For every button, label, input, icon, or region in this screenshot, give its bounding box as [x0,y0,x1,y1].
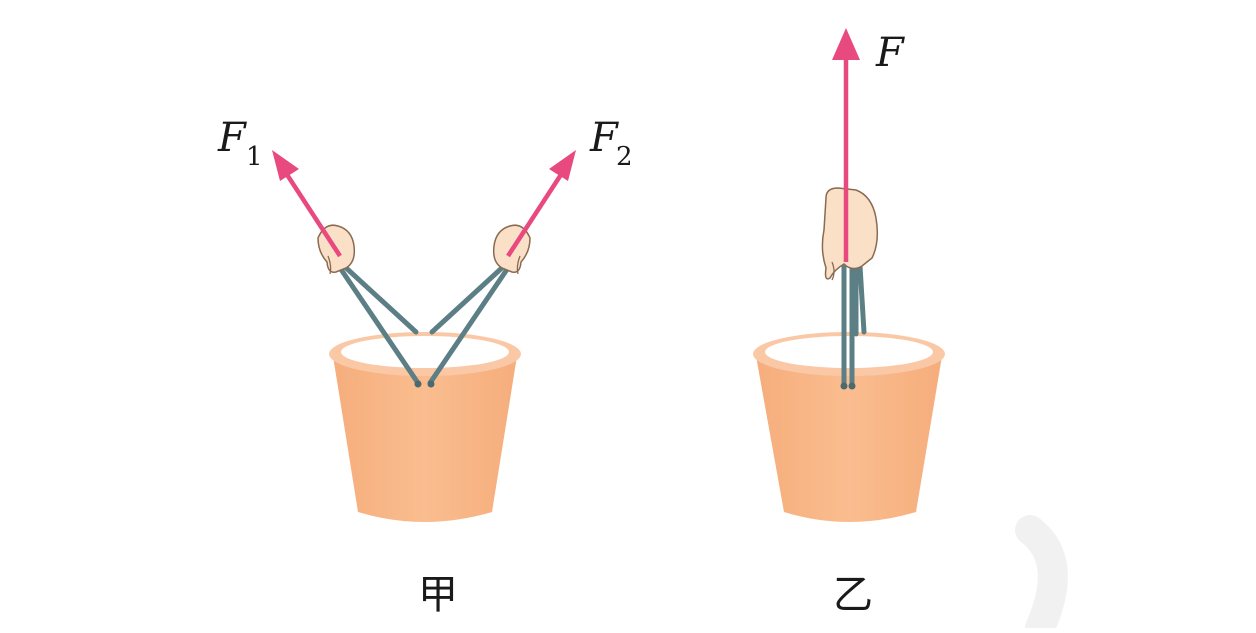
label-f-symbol: F [875,30,905,76]
label-f1-subscript: 1 [246,142,263,172]
rope-a-2 [341,263,419,335]
rope-a-knot-left [414,380,422,388]
rope-b-knot-right [848,382,856,390]
bucket-b-inner [765,336,933,368]
caption-a: 甲 [418,572,458,618]
figure-a: F 1 F 2 甲 [217,115,633,618]
label-f2-symbol: F [589,115,619,161]
label-f2-subscript: 2 [616,142,633,172]
rope-a-4 [429,263,507,335]
rope-a-knot-right [427,380,435,388]
figure-b: F 乙 [753,28,945,618]
rope-a-1 [333,259,421,386]
ropes-b [841,259,867,387]
ropes-a [333,259,515,386]
force-arrow-f1 [272,150,342,258]
rope-b-knot-left [840,382,848,390]
rope-a-3 [427,259,515,386]
bucket-a [329,332,521,522]
watermark-curve [1015,515,1068,633]
force-arrow-f2 [506,150,576,258]
label-f1-symbol: F [217,115,247,161]
rope-b-4 [857,263,867,335]
bucket-b [753,332,945,522]
hand-b-icon [821,187,879,281]
force-arrow-f [832,28,860,262]
bucket-a-inner [341,336,509,368]
bucket-a-body [333,356,517,522]
bucket-b-body [756,356,942,522]
caption-b: 乙 [833,572,873,618]
